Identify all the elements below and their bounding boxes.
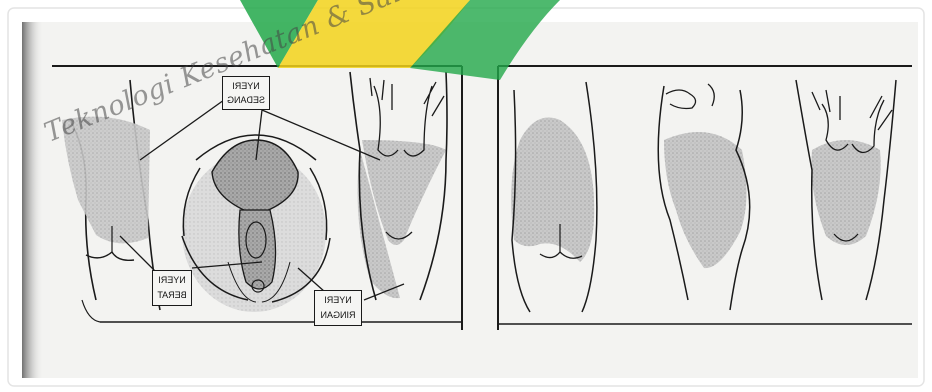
- label-nyeri-sedang-line2: SEDANG: [223, 93, 269, 107]
- label-nyeri-ringan-line2: RINGAN: [315, 308, 361, 323]
- label-nyeri-berat: NYERI BERAT: [152, 270, 192, 306]
- label-nyeri-berat-line2: BERAT: [153, 288, 191, 303]
- label-nyeri-berat-line1: NYERI: [153, 273, 191, 288]
- label-nyeri-ringan-line1: NYERI: [315, 293, 361, 308]
- label-nyeri-sedang-line1: NYERI: [223, 79, 269, 93]
- label-nyeri-ringan: NYERI RINGAN: [314, 290, 362, 326]
- label-nyeri-sedang: NYERI SEDANG: [222, 76, 270, 110]
